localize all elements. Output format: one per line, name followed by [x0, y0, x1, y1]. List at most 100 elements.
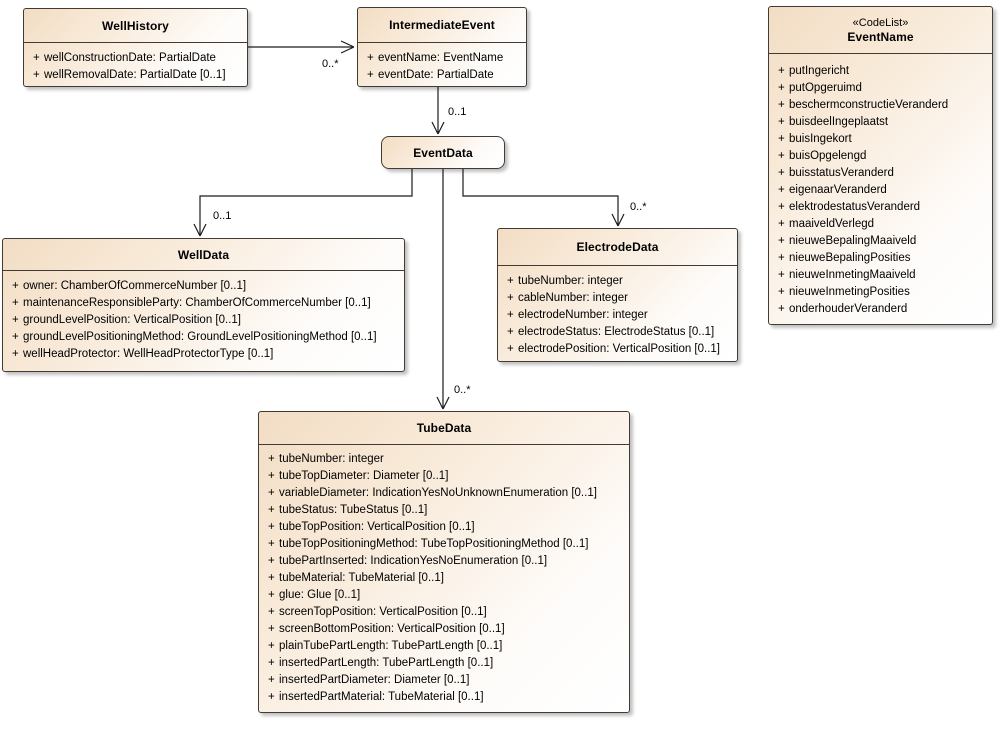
attribute-text: plainTubePartLength: TubePartLength [0..…	[279, 639, 503, 652]
class-box-eventdata[interactable]: EventData	[381, 136, 505, 169]
attribute-row: + wellRemovalDate: PartialDate [0..1]	[24, 66, 247, 83]
attribute-text: onderhouderVeranderd	[789, 302, 908, 315]
attribute-text: electrodePosition: VerticalPosition [0..…	[518, 342, 721, 355]
attribute-text: tubeMaterial: TubeMaterial [0..1]	[279, 571, 444, 584]
connector-wellhistory-to-intermediateevent	[248, 40, 355, 54]
visibility-marker: +	[778, 285, 785, 298]
class-title: WellData	[177, 247, 230, 262]
attribute-row: +tubeTopPosition: VerticalPosition [0..1…	[259, 518, 629, 535]
connector-eventdata-to-tubedata	[436, 169, 450, 410]
multiplicity-label: 0..*	[454, 384, 471, 396]
attribute-text: tubeTopPositioningMethod: TubeTopPositio…	[279, 537, 589, 550]
class-box-welldata[interactable]: WellData + owner: ChamberOfCommerceNumber…	[2, 238, 405, 372]
attribute-text: insertedPartLength: TubePartLength [0..1…	[279, 656, 494, 669]
stereotype-label: «CodeList»	[852, 16, 909, 29]
visibility-marker: +	[507, 274, 514, 287]
attribute-text: maaiveldVerlegd	[789, 217, 875, 230]
attribute-text: eventName: EventName	[378, 51, 504, 64]
attribute-row: +electrodeStatus: ElectrodeStatus [0..1]	[498, 323, 737, 340]
class-box-wellhistory[interactable]: WellHistory +wellConstructionDate: Parti…	[23, 8, 248, 87]
attribute-row: +tubePartInserted: IndicationYesNoEnumer…	[259, 552, 629, 569]
multiplicity-label: 0..*	[630, 201, 647, 213]
attribute-row: +buisdeelIngeplaatst	[769, 113, 992, 130]
attribute-row: +tubeStatus: TubeStatus [0..1]	[259, 501, 629, 518]
class-header: ElectrodeData	[498, 229, 737, 266]
visibility-marker: +	[12, 296, 19, 309]
visibility-marker: +	[268, 486, 275, 499]
attribute-row: + insertedPartLength: TubePartLength [0..…	[259, 654, 629, 671]
visibility-marker: +	[33, 68, 40, 81]
connector-eventdata-to-welldata	[193, 169, 413, 237]
class-title: ElectrodeData	[576, 240, 659, 254]
class-header: EventData	[382, 137, 504, 168]
attribute-row: +eventDate: PartialDate	[358, 66, 526, 83]
attribute-text: tubeTopPosition: VerticalPosition [0..1]	[279, 520, 475, 533]
attribute-row: +nieuweBepalingPosities	[769, 249, 992, 266]
attribute-text: putIngericht	[789, 64, 850, 77]
visibility-marker: +	[778, 217, 785, 230]
attribute-row: +tubeTopDiameter: Diameter [0..1]	[259, 467, 629, 484]
visibility-marker: +	[778, 132, 785, 145]
attribute-row: + owner: ChamberOfCommerceNumber [0..1]	[3, 277, 404, 294]
class-title: EventData	[413, 145, 473, 160]
visibility-marker: +	[778, 64, 785, 77]
attribute-text: eigenaarVeranderd	[789, 183, 887, 196]
attribute-row: + electrodePosition: VerticalPosition [0.…	[498, 340, 737, 357]
multiplicity-label: 0..1	[213, 210, 232, 222]
visibility-marker: +	[778, 302, 785, 315]
class-title: WellHistory	[102, 18, 169, 33]
visibility-marker: +	[268, 673, 275, 686]
attribute-text: beschermconstructieVeranderd	[789, 98, 949, 111]
attribute-text: putOpgeruimd	[789, 81, 862, 94]
visibility-marker: +	[268, 656, 275, 669]
visibility-marker: +	[778, 166, 785, 179]
attribute-text: wellRemovalDate: PartialDate [0..1]	[44, 68, 226, 81]
attribute-text: electrodeStatus: ElectrodeStatus [0..1]	[518, 325, 715, 338]
attribute-list: + eventName: EventName +eventDate: Partial…	[358, 43, 526, 83]
visibility-marker: +	[268, 639, 275, 652]
class-box-electrodedata[interactable]: ElectrodeData +tubeNumber: integer+cable…	[497, 228, 738, 362]
attribute-row: +groundLevelPosition: VerticalPosition […	[3, 311, 404, 328]
attribute-text: electrodeNumber: integer	[518, 308, 648, 321]
visibility-marker: +	[268, 503, 275, 516]
attribute-row: +elektrodestatusVeranderd	[769, 198, 992, 215]
class-title: IntermediateEvent	[389, 18, 495, 32]
attribute-text: buisdeelIngeplaatst	[789, 115, 889, 128]
attribute-text: nieuweInmetingPosities	[789, 285, 910, 298]
visibility-marker: +	[507, 342, 514, 355]
class-box-tubedata[interactable]: TubeData + tubeNumber: integer +tubeTopDia…	[258, 411, 630, 713]
class-box-eventname[interactable]: «CodeList» EventName +putIngericht+putOp…	[768, 6, 993, 325]
attribute-row: +eigenaarVeranderd	[769, 181, 992, 198]
attribute-row: + maintenanceResponsibleParty: ChamberOfC…	[3, 294, 404, 311]
attribute-text: maintenanceResponsibleParty: ChamberOfCo…	[23, 296, 371, 309]
visibility-marker: +	[268, 690, 275, 703]
visibility-marker: +	[778, 149, 785, 162]
visibility-marker: +	[12, 279, 19, 292]
attribute-text: tubeNumber: integer	[518, 274, 623, 287]
attribute-row: + maaiveldVerlegd	[769, 215, 992, 232]
attribute-list: + tubeNumber: integer +tubeTopDiameter: Di…	[259, 445, 629, 705]
attribute-text: nieuweBepalingMaaiveld	[789, 234, 917, 247]
attribute-row: + onderhouderVeranderd	[769, 300, 992, 317]
attribute-text: tubeNumber: integer	[279, 452, 384, 465]
multiplicity-label: 0..*	[322, 58, 339, 70]
attribute-text: wellHeadProtector: WellHeadProtectorType…	[23, 347, 274, 360]
class-box-intermediateevent[interactable]: IntermediateEvent +eventName: EventName+…	[357, 7, 527, 87]
visibility-marker: +	[367, 68, 374, 81]
connector-eventdata-to-electrodedata	[462, 169, 625, 227]
attribute-text: glue: Glue [0..1]	[279, 588, 361, 601]
visibility-marker: +	[268, 452, 275, 465]
attribute-text: owner: ChamberOfCommerceNumber [0..1]	[23, 279, 247, 292]
attribute-row: +buisstatusVeranderd	[769, 164, 992, 181]
attribute-text: screenBottomPosition: VerticalPosition […	[279, 622, 505, 635]
attribute-text: insertedPartDiameter: Diameter [0..1]	[279, 673, 470, 686]
attribute-list: + owner: ChamberOfCommerceNumber [0..1] + m…	[3, 271, 404, 362]
attribute-text: variableDiameter: IndicationYesNoUnknown…	[279, 486, 597, 499]
attribute-text: nieuweInmetingMaaiveld	[789, 268, 916, 281]
attribute-row: +electrodeNumber: integer	[498, 306, 737, 323]
visibility-marker: +	[268, 469, 275, 482]
class-header: TubeData	[259, 412, 629, 445]
class-title: TubeData	[416, 421, 472, 435]
attribute-row: + putIngericht	[769, 62, 992, 79]
attribute-row: +screenTopPosition: VerticalPosition [0.…	[259, 603, 629, 620]
